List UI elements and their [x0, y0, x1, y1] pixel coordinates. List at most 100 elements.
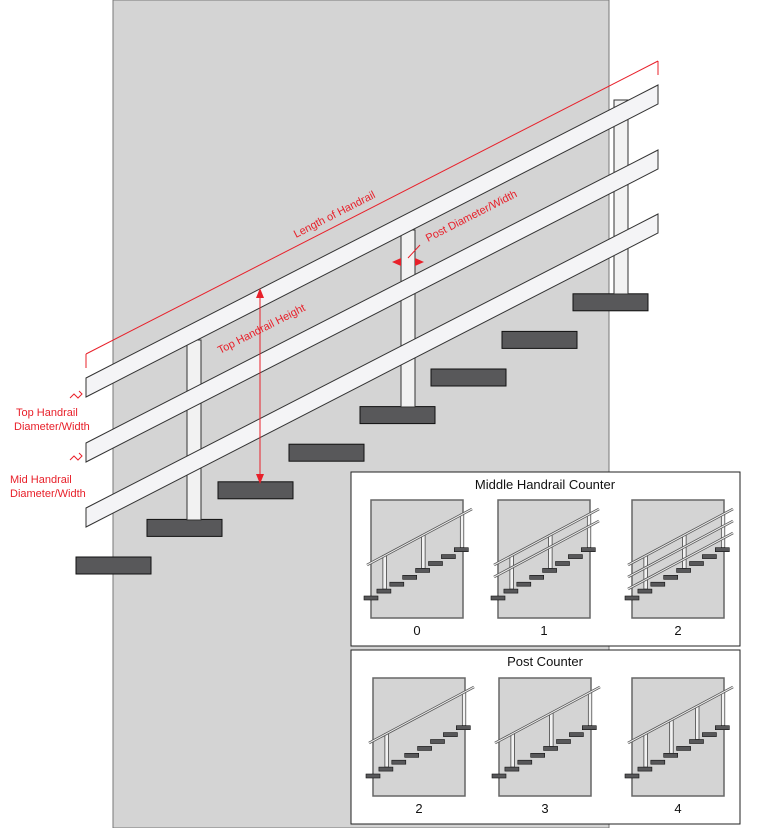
- mini-step: [581, 547, 596, 553]
- mini-rail-highlight: [493, 508, 600, 566]
- mini-step: [715, 725, 730, 731]
- mini-post: [586, 513, 592, 549]
- mini-step: [702, 732, 717, 737]
- annotations: [69, 60, 659, 480]
- mini-staircase-option: 2: [624, 499, 734, 638]
- mini-step: [365, 773, 381, 779]
- mini-step: [543, 746, 558, 751]
- mini-step: [402, 575, 418, 580]
- option-label: 3: [541, 801, 548, 816]
- stair-step: [146, 518, 223, 537]
- mini-staircase-option: 1: [490, 499, 600, 638]
- arrow-right-icon: [392, 258, 401, 266]
- mini-step: [376, 588, 392, 594]
- mini-step: [530, 753, 546, 758]
- stair-step: [572, 293, 649, 312]
- mini-step: [689, 739, 704, 744]
- mini-step: [378, 766, 394, 772]
- mini-step: [391, 759, 407, 765]
- mini-step: [428, 561, 443, 566]
- mini-step: [454, 547, 469, 553]
- arrow-left-icon: [415, 258, 424, 266]
- mini-post: [587, 691, 593, 727]
- mini-step: [363, 595, 379, 601]
- mini-step: [624, 773, 640, 779]
- mini-step: [441, 554, 456, 559]
- option-label: 1: [540, 623, 547, 638]
- stair-step: [501, 330, 578, 349]
- mini-post: [384, 733, 389, 768]
- mini-post: [695, 705, 700, 740]
- mini-rail-highlight: [366, 508, 473, 566]
- mini-step: [715, 547, 730, 553]
- handrails: [85, 84, 659, 528]
- mini-step: [516, 581, 532, 587]
- top-diameter-label-1: Top Handrail: [16, 407, 78, 419]
- mini-post: [421, 534, 426, 569]
- stair-steps: [75, 293, 649, 575]
- mini-step: [568, 554, 583, 559]
- mini-staircase-option: 0: [363, 499, 473, 638]
- mini-post: [720, 513, 726, 549]
- mini-rail-highlight: [627, 532, 734, 590]
- post-3: [613, 99, 629, 295]
- stair-step: [430, 368, 507, 387]
- arrow-down-icon: [256, 474, 264, 484]
- stair-step: [217, 481, 294, 500]
- stair-step: [359, 406, 436, 425]
- mini-post: [382, 555, 387, 590]
- mini-step: [663, 753, 679, 758]
- mini-rail-highlight: [493, 520, 600, 578]
- length-dimension-line: [85, 60, 659, 355]
- middle-handrail-counter-title: Middle Handrail Counter: [475, 477, 616, 492]
- mini-step: [555, 561, 570, 566]
- mini-step: [676, 568, 691, 573]
- mini-step: [417, 746, 432, 751]
- post-counter-title: Post Counter: [507, 654, 584, 669]
- mini-step: [663, 575, 679, 580]
- mini-step: [503, 588, 519, 594]
- mini-staircase-option: 4: [624, 677, 734, 816]
- post-2: [400, 229, 416, 408]
- mid-diameter-label-2: Diameter/Width: [10, 488, 86, 500]
- mini-step: [456, 725, 471, 731]
- option-label: 0: [413, 623, 420, 638]
- mid-diameter-label-1: Mid Handrail: [10, 474, 72, 486]
- post-1: [186, 339, 202, 521]
- stair-step: [288, 443, 365, 462]
- mini-step: [569, 732, 584, 737]
- mini-step: [556, 739, 571, 744]
- mini-step: [676, 746, 691, 751]
- arrow-up-icon: [256, 288, 264, 298]
- mini-post: [643, 555, 648, 590]
- mini-post: [510, 733, 515, 768]
- mini-step: [542, 568, 557, 573]
- mini-staircase-option: 3: [491, 677, 601, 816]
- option-label: 2: [674, 623, 681, 638]
- option-label: 4: [674, 801, 681, 816]
- mini-rail-highlight: [494, 686, 601, 744]
- mini-step: [443, 732, 458, 737]
- mini-rail-highlight: [627, 686, 734, 744]
- mini-step: [389, 581, 405, 587]
- mid-handrail: [85, 149, 659, 463]
- mini-rail-highlight: [368, 686, 475, 744]
- bottom-handrail: [85, 213, 659, 528]
- mini-step: [504, 766, 520, 772]
- mini-step: [637, 588, 653, 594]
- mini-step: [430, 739, 445, 744]
- mini-post: [682, 534, 687, 569]
- mini-step: [650, 581, 666, 587]
- stair-step: [75, 556, 152, 575]
- mini-post: [549, 712, 554, 747]
- mini-step: [491, 773, 507, 779]
- mini-step: [702, 554, 717, 559]
- mini-step: [404, 753, 420, 758]
- mini-step: [582, 725, 597, 731]
- mini-post: [509, 555, 514, 590]
- mini-step: [689, 561, 704, 566]
- mini-rail-highlight: [627, 508, 734, 566]
- mini-step: [415, 568, 430, 573]
- mini-post: [459, 513, 465, 549]
